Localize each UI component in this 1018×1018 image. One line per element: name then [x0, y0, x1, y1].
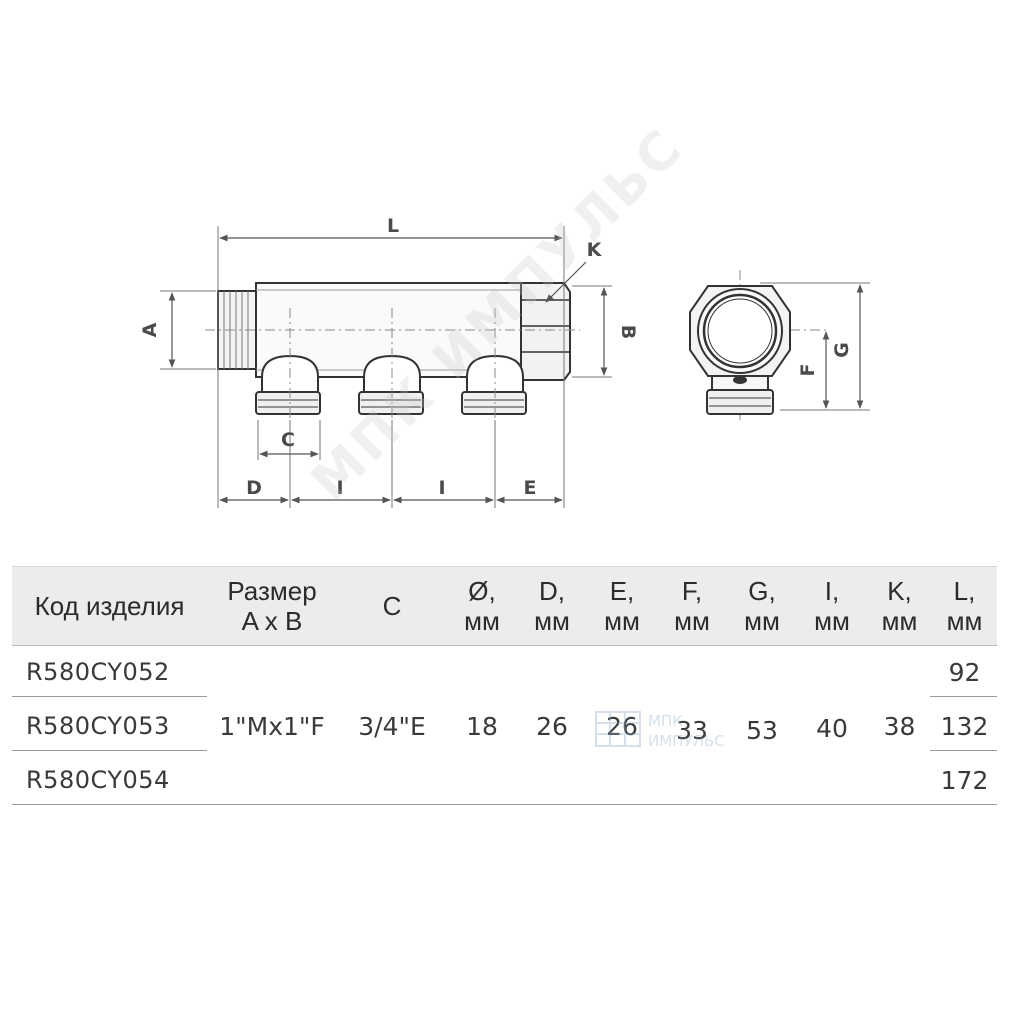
row-divider — [12, 696, 207, 697]
watermark-logo: МПК ИМПУЛЬС — [595, 711, 725, 750]
table-header: Код изделия Размер A x B C Ø, мм D, мм E… — [12, 566, 997, 646]
outlet-1 — [255, 354, 321, 415]
code-cell: R580CY054 — [26, 766, 170, 794]
header-i: I, мм — [797, 567, 867, 645]
length-cell: 132 — [940, 712, 989, 741]
header-d: D, мм — [517, 567, 587, 645]
header-f-line2: мм — [674, 606, 710, 636]
label-F: F — [797, 364, 819, 377]
g-cell: 53 — [746, 716, 778, 745]
row-divider — [12, 750, 207, 751]
i-cell: 40 — [816, 714, 848, 743]
header-l: L, мм — [932, 567, 997, 645]
dimension-labels: L K A B C D I I E F G — [139, 215, 853, 499]
header-g-line2: мм — [744, 606, 780, 636]
header-k: K, мм — [867, 567, 932, 645]
label-E: E — [524, 477, 537, 499]
length-cell: 92 — [948, 658, 981, 687]
row-divider — [930, 696, 997, 697]
diameter-cell: 18 — [466, 712, 498, 741]
manifold-end-view — [689, 285, 791, 415]
header-i-line2: мм — [814, 606, 850, 636]
header-e: E, мм — [587, 567, 657, 645]
d-cell: 26 — [536, 712, 568, 741]
e-cell: 26 — [606, 712, 638, 741]
label-C: C — [281, 429, 295, 451]
header-size-line2: A x B — [241, 606, 303, 636]
header-k-line2: мм — [881, 606, 918, 636]
header-size-line1: Размер — [227, 576, 317, 606]
size-cell: 1"Mx1"F — [219, 712, 325, 741]
watermark-logo-line2: ИМПУЛЬС — [648, 732, 725, 750]
row-divider — [12, 804, 997, 805]
label-L: L — [387, 215, 399, 237]
header-g-line1: G, — [748, 576, 776, 606]
code-cell: R580CY052 — [26, 658, 170, 686]
label-I-1: I — [336, 477, 343, 499]
label-B: B — [617, 325, 639, 339]
label-G: G — [831, 342, 853, 358]
f-cell: 33 — [676, 716, 708, 745]
label-D: D — [246, 477, 262, 499]
dimension-lines — [168, 234, 864, 504]
header-code-text: Код изделия — [34, 591, 185, 621]
header-c-text: C — [382, 591, 402, 621]
row-divider — [930, 750, 997, 751]
label-A: A — [139, 322, 161, 337]
manifold-technical-drawing: L K A B C D I I E F G — [139, 215, 870, 508]
k-cell: 38 — [883, 712, 916, 741]
header-f: F, мм — [657, 567, 727, 645]
header-c: C — [337, 567, 447, 645]
label-K: K — [587, 239, 603, 261]
extension-lines — [160, 226, 870, 508]
length-cell: 172 — [940, 766, 989, 795]
header-diameter: Ø, мм — [447, 567, 517, 645]
header-e-line2: мм — [604, 606, 640, 636]
header-d-line2: мм — [534, 606, 570, 636]
header-f-line1: F, — [681, 576, 703, 606]
header-k-line1: K, — [887, 576, 912, 606]
watermark-logo-line1: МПК — [648, 712, 683, 730]
header-e-line1: E, — [609, 576, 635, 606]
header-code: Код изделия — [12, 567, 207, 645]
label-I-2: I — [438, 477, 445, 499]
header-diameter-line1: Ø, — [468, 576, 496, 606]
code-cell: R580CY053 — [26, 712, 170, 740]
header-l-line2: мм — [946, 606, 983, 636]
header-diameter-line2: мм — [464, 606, 500, 636]
header-g: G, мм — [727, 567, 797, 645]
c-cell: 3/4"E — [358, 712, 426, 741]
header-d-line1: D, — [539, 576, 565, 606]
header-l-line1: L, — [953, 576, 976, 606]
header-i-line1: I, — [824, 576, 840, 606]
header-size: Размер A x B — [207, 567, 337, 645]
